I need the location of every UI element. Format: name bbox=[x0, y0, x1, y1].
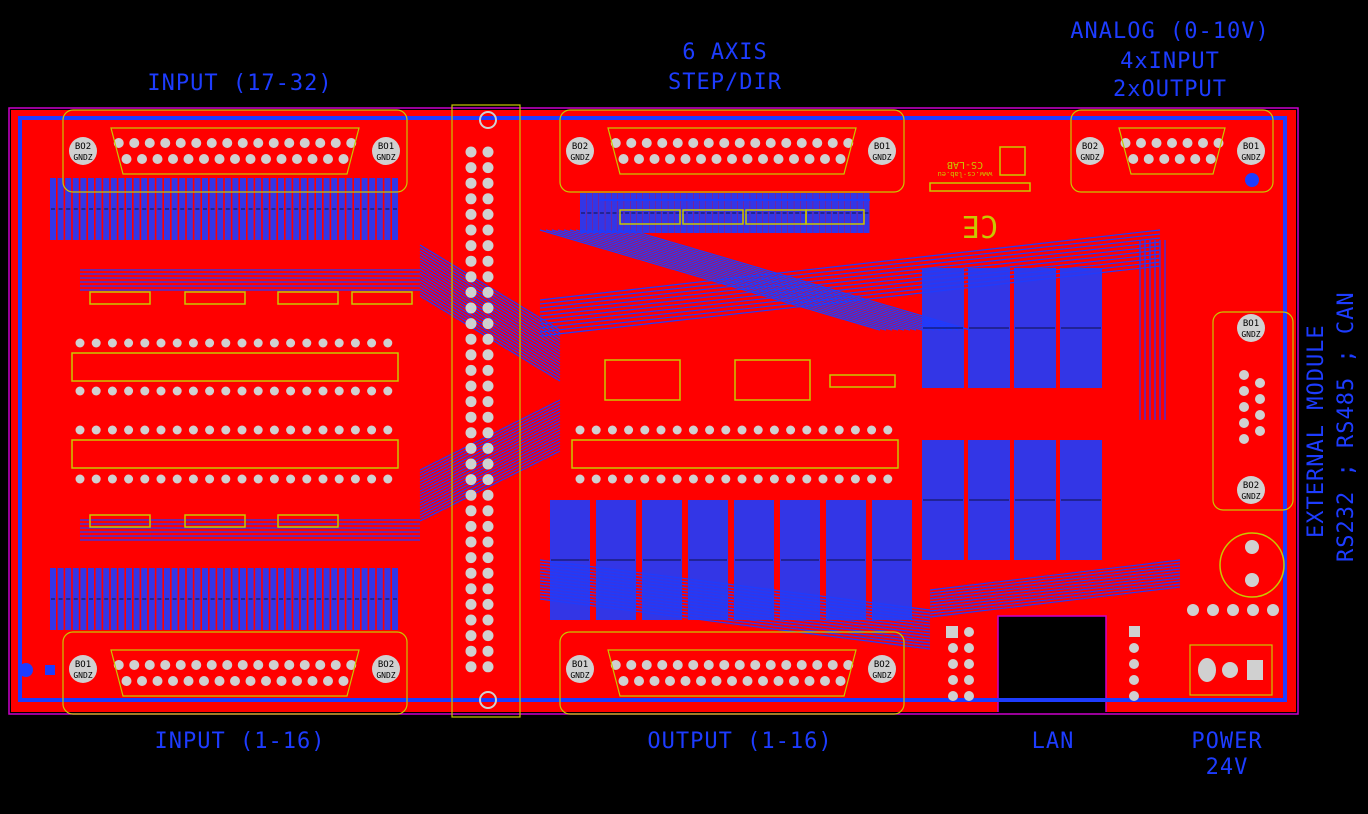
svg-text:GNDZ: GNDZ bbox=[1241, 153, 1260, 162]
svg-text:CS-LAB: CS-LAB bbox=[947, 159, 983, 170]
svg-text:GNDZ: GNDZ bbox=[73, 671, 92, 680]
svg-text:BO1: BO1 bbox=[572, 660, 588, 670]
svg-text:GNDZ: GNDZ bbox=[1241, 330, 1260, 339]
label-analog-inputs: 4xINPUT bbox=[1120, 49, 1220, 74]
svg-text:BO1: BO1 bbox=[75, 660, 91, 670]
pcb-pads: BO2GNDZBO1GNDZBO2GNDZBO1GNDZBO2GNDZBO1GN… bbox=[19, 111, 1279, 709]
svg-text:GNDZ: GNDZ bbox=[570, 671, 589, 680]
svg-text:BO1: BO1 bbox=[378, 142, 394, 152]
label-power-voltage: 24V bbox=[1205, 755, 1249, 780]
label-6-axis: 6 AXIS bbox=[682, 40, 768, 65]
label-input-1-16: INPUT (1-16) bbox=[154, 729, 326, 754]
label-power: POWER bbox=[1191, 729, 1263, 754]
svg-text:GNDZ: GNDZ bbox=[376, 153, 395, 162]
svg-text:BO1: BO1 bbox=[1243, 319, 1259, 329]
label-analog: ANALOG (0-10V) bbox=[1070, 19, 1270, 44]
svg-text:BO2: BO2 bbox=[1082, 142, 1098, 152]
label-external-module: EXTERNAL MODULE bbox=[1304, 324, 1329, 538]
svg-text:GNDZ: GNDZ bbox=[1080, 153, 1099, 162]
label-external-protocols: RS232 ; RS485 ; CAN bbox=[1334, 291, 1359, 562]
label-step-dir: STEP/DIR bbox=[668, 70, 782, 95]
svg-text:GNDZ: GNDZ bbox=[872, 153, 891, 162]
label-analog-outputs: 2xOUTPUT bbox=[1113, 77, 1227, 102]
svg-text:BO2: BO2 bbox=[1243, 481, 1259, 491]
svg-text:GNDZ: GNDZ bbox=[872, 671, 891, 680]
svg-text:BO1: BO1 bbox=[1243, 142, 1259, 152]
svg-text:GNDZ: GNDZ bbox=[1241, 492, 1260, 501]
pcb-components bbox=[50, 178, 1102, 630]
svg-text:BO2: BO2 bbox=[874, 660, 890, 670]
svg-text:BO2: BO2 bbox=[75, 142, 91, 152]
svg-text:BO2: BO2 bbox=[378, 660, 394, 670]
label-lan: LAN bbox=[1031, 729, 1075, 754]
svg-text:BO2: BO2 bbox=[572, 142, 588, 152]
label-output-1-16: OUTPUT (1-16) bbox=[647, 729, 833, 754]
svg-text:CE: CE bbox=[962, 208, 998, 243]
svg-text:GNDZ: GNDZ bbox=[73, 153, 92, 162]
svg-text:BO1: BO1 bbox=[874, 142, 890, 152]
label-input-17-32: INPUT (17-32) bbox=[147, 71, 333, 96]
copper-pour bbox=[11, 110, 1296, 712]
svg-text:GNDZ: GNDZ bbox=[570, 153, 589, 162]
svg-text:GNDZ: GNDZ bbox=[376, 671, 395, 680]
svg-text:www.cs-lab.eu: www.cs-lab.eu bbox=[938, 170, 993, 178]
